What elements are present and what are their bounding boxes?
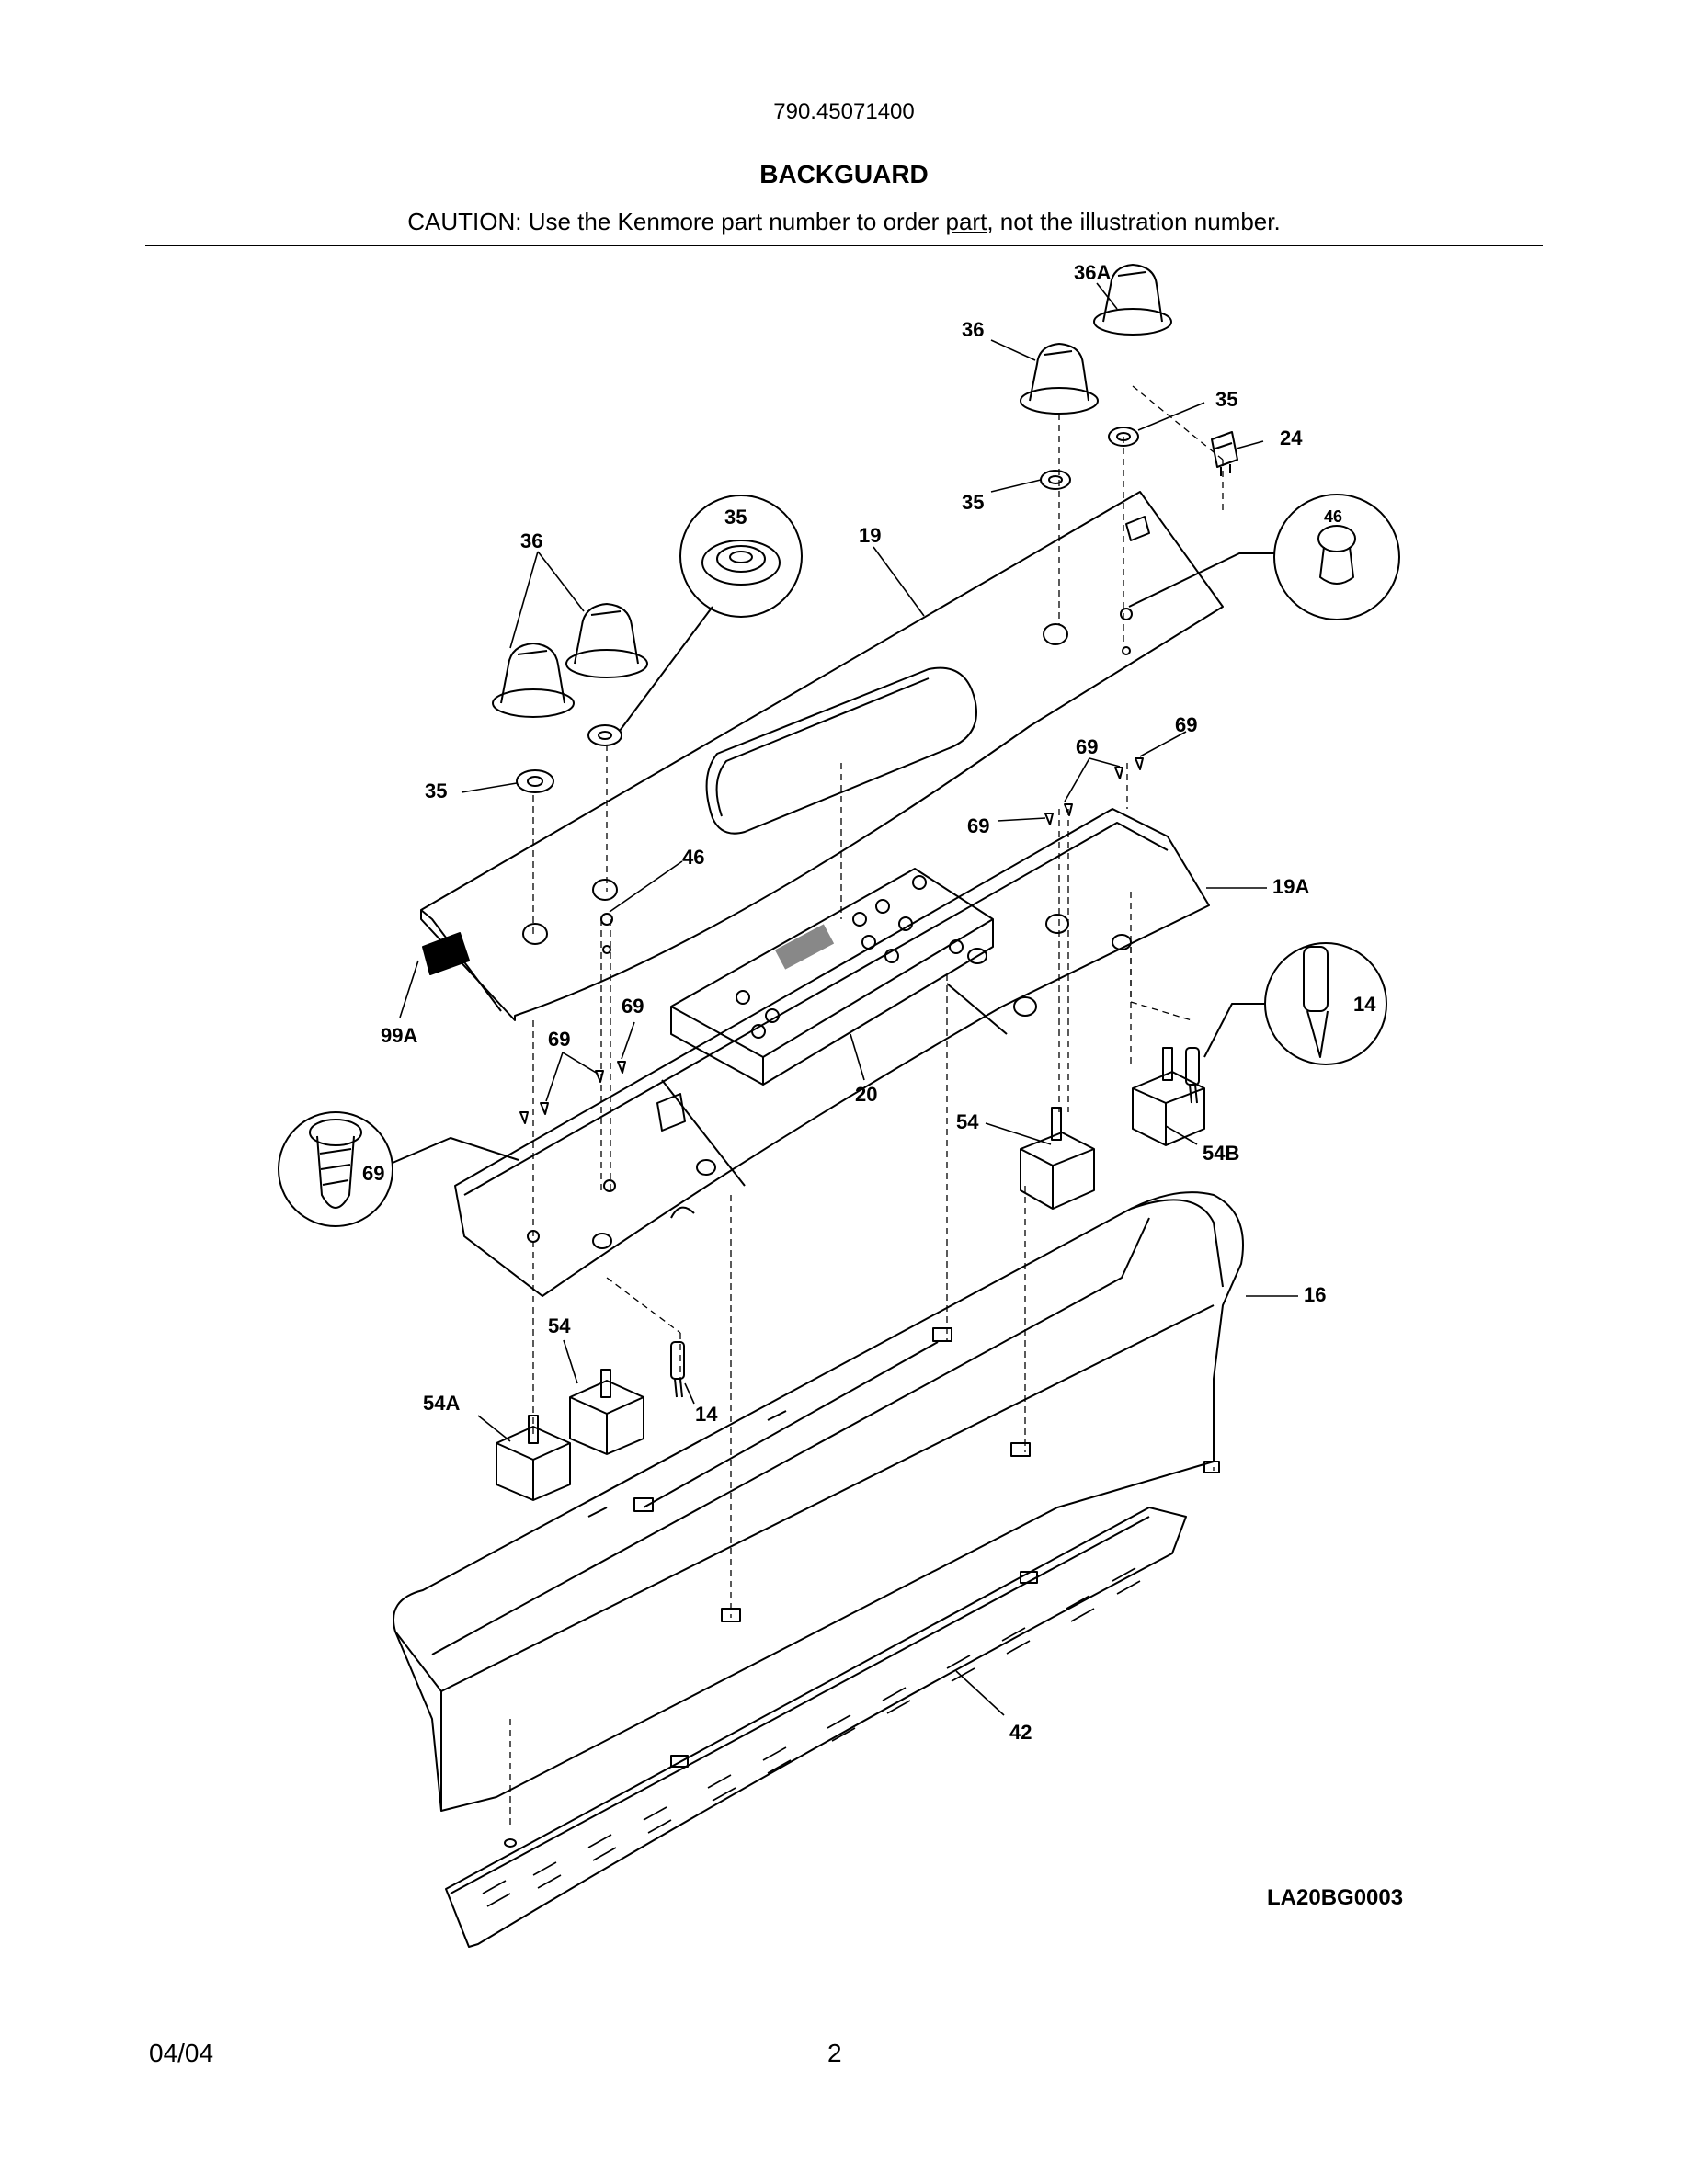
caution-note: CAUTION: Use the Kenmore part number to … [0,208,1688,236]
nut-35-left-b [587,724,622,746]
label-42: 42 [1009,1721,1032,1744]
knob-36-left-b [565,603,648,678]
label-69-circle: 69 [362,1162,384,1185]
switch-54-right [1020,1107,1095,1210]
switch-54b [1132,1047,1205,1146]
label-36-left: 36 [520,529,542,552]
detail-circle-14 [1203,942,1387,1065]
switch-54-left [569,1369,644,1455]
footer-date: 04/04 [149,2039,214,2067]
control-board-20 [670,868,994,1086]
label-54-right: 54 [956,1110,979,1133]
detail-circle-35 [619,495,803,732]
label-14-circle: 14 [1353,993,1376,1016]
label-19: 19 [859,524,881,547]
assembly-guide-lines [509,385,1224,1829]
label-35-left: 35 [425,779,447,802]
label-69-b: 69 [1076,735,1098,758]
label-54-left: 54 [548,1314,571,1337]
drawing-code: LA20BG0003 [1267,1885,1403,1910]
vent-panel-42 [445,1507,1187,1948]
nut-35-top-right [1108,427,1139,447]
upper-panel-19 [420,491,1224,1021]
label-36a: 36A [1074,261,1111,284]
switch-54a [496,1415,571,1501]
label-35-mid: 35 [962,491,984,514]
detail-circle-46 [1128,494,1400,620]
label-36-top: 36 [962,318,984,341]
part-labels: 36A 36 35 24 35 35 36 19 46 69 69 69 35 … [362,261,1403,1910]
model-number: 790.45071400 [773,99,915,124]
label-14: 14 [695,1403,718,1426]
caution-suffix: , not the illustration number. [987,208,1281,235]
switch-24 [1211,431,1238,476]
knob-36a [1093,264,1172,336]
caution-prefix: CAUTION: Use the Kenmore part number to … [407,208,946,235]
detail-circle-69 [278,1111,519,1227]
label-69-e: 69 [548,1028,570,1051]
backguard-housing-16 [393,1191,1244,1812]
label-35-circle: 35 [724,506,747,529]
label-46: 46 [682,846,704,869]
screws-69 [519,757,1144,1124]
page-title: BACKGUARD [759,160,929,188]
label-16: 16 [1304,1283,1326,1306]
lower-plate-19a [454,808,1210,1297]
nut-35-mid [1040,470,1071,490]
label-54a: 54A [423,1392,460,1415]
label-35-top-right: 35 [1215,388,1237,411]
strip-99a [422,932,470,975]
lamp-14-right [1185,1047,1200,1104]
label-19a: 19A [1272,875,1309,898]
knob-36-left-a [492,643,575,718]
knob-36-top [1020,343,1099,415]
page-number: 2 [827,2039,842,2067]
header-rule [145,245,1543,246]
label-46-circle: 46 [1324,507,1342,526]
label-99a: 99A [381,1024,417,1047]
leader-lines [399,282,1298,1716]
caution-link: part [945,208,987,235]
nut-35-left [516,769,554,793]
label-69-d: 69 [622,995,644,1018]
label-20: 20 [855,1083,877,1106]
lamp-14-small [670,1341,685,1398]
label-24: 24 [1280,427,1303,449]
label-54b: 54B [1203,1142,1239,1165]
label-69-c: 69 [967,814,989,837]
label-69-a: 69 [1175,713,1197,736]
